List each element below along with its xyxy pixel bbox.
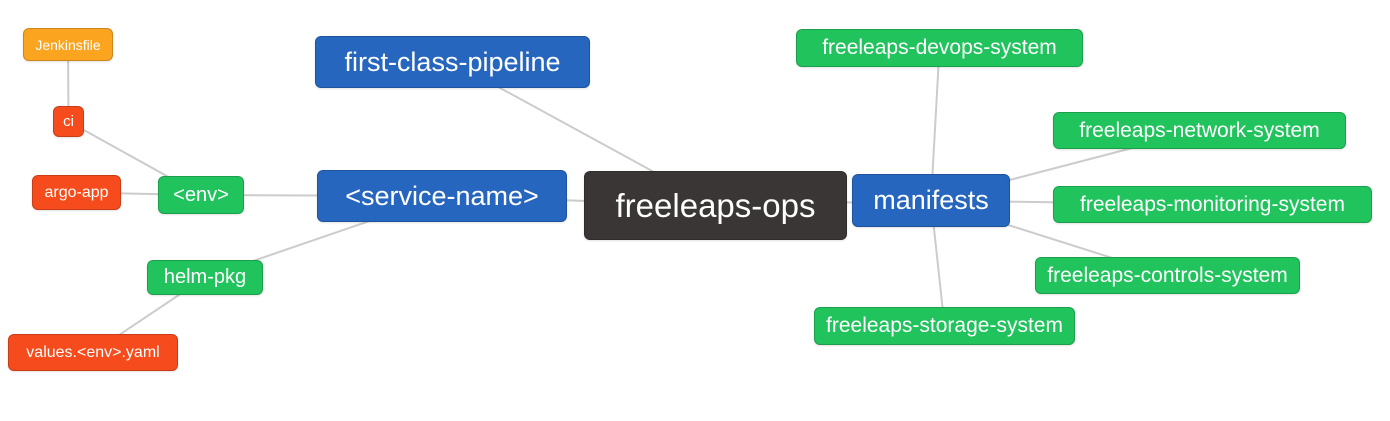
node-values-env-yaml[interactable]: values.<env>.yaml [8,334,178,371]
node-freeleaps-monitoring-system[interactable]: freeleaps-monitoring-system [1053,186,1372,223]
node-freeleaps-storage-system[interactable]: freeleaps-storage-system [814,307,1075,345]
node-helm-pkg[interactable]: helm-pkg [147,260,263,295]
node-ci[interactable]: ci [53,106,84,137]
node-first-class-pipeline[interactable]: first-class-pipeline [315,36,590,88]
node-env[interactable]: <env> [158,176,244,214]
node-freeleaps-network-system[interactable]: freeleaps-network-system [1053,112,1346,149]
node-freeleaps-devops-system[interactable]: freeleaps-devops-system [796,29,1083,67]
node-service-name[interactable]: <service-name> [317,170,567,222]
node-jenkinsfile[interactable]: Jenkinsfile [23,28,113,61]
node-argo-app[interactable]: argo-app [32,175,121,210]
node-freeleaps-ops[interactable]: freeleaps-ops [584,171,847,240]
node-manifests[interactable]: manifests [852,174,1010,227]
node-freeleaps-controls-system[interactable]: freeleaps-controls-system [1035,257,1300,294]
